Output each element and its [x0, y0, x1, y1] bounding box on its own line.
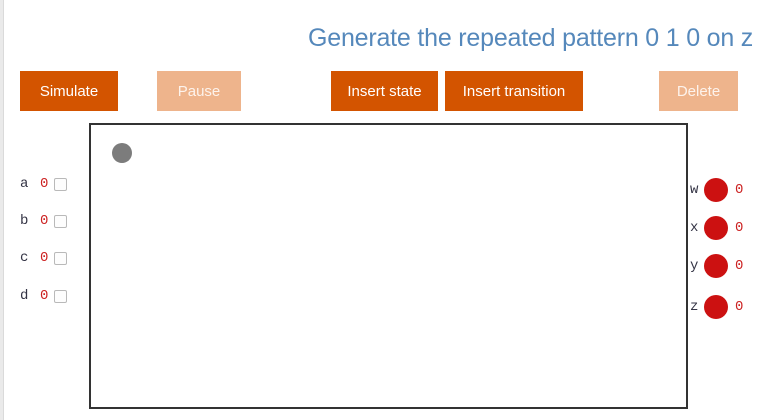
output-row-y: y 0 [690, 254, 743, 278]
page-left-edge [0, 0, 4, 420]
output-label-z: z [690, 299, 699, 315]
output-indicator-w [704, 178, 728, 202]
output-label-y: y [690, 258, 699, 274]
output-value-y: 0 [735, 258, 744, 274]
input-value-b: 0 [40, 213, 49, 229]
insert-state-button[interactable]: Insert state [331, 71, 438, 111]
insert-transition-button[interactable]: Insert transition [445, 71, 583, 111]
automaton-canvas[interactable] [89, 123, 688, 409]
simulate-button[interactable]: Simulate [20, 71, 118, 111]
output-value-w: 0 [735, 182, 744, 198]
output-indicator-x [704, 216, 728, 240]
output-row-w: w 0 [690, 178, 743, 202]
input-label-b: b [20, 213, 29, 229]
input-label-d: d [20, 288, 29, 304]
input-value-c: 0 [40, 250, 49, 266]
input-value-a: 0 [40, 176, 49, 192]
output-value-x: 0 [735, 220, 744, 236]
input-label-c: c [20, 250, 29, 266]
output-indicator-y [704, 254, 728, 278]
delete-button[interactable]: Delete [659, 71, 738, 111]
input-checkbox-b[interactable] [54, 214, 67, 228]
input-row-b: b 0 [20, 213, 67, 229]
output-indicator-z [704, 295, 728, 319]
page-title: Generate the repeated pattern 0 1 0 on z [308, 24, 754, 52]
input-checkbox-c[interactable] [54, 251, 67, 265]
output-label-x: x [690, 220, 699, 236]
input-label-a: a [20, 176, 29, 192]
input-row-a: a 0 [20, 176, 67, 192]
output-row-z: z 0 [690, 295, 743, 319]
pause-button[interactable]: Pause [157, 71, 241, 111]
output-label-w: w [690, 182, 699, 198]
input-row-c: c 0 [20, 250, 67, 266]
input-value-d: 0 [40, 288, 49, 304]
output-value-z: 0 [735, 299, 744, 315]
output-row-x: x 0 [690, 216, 743, 240]
input-row-d: d 0 [20, 288, 67, 304]
input-checkbox-a[interactable] [54, 177, 67, 191]
state-node[interactable] [112, 143, 132, 163]
input-checkbox-d[interactable] [54, 289, 67, 303]
